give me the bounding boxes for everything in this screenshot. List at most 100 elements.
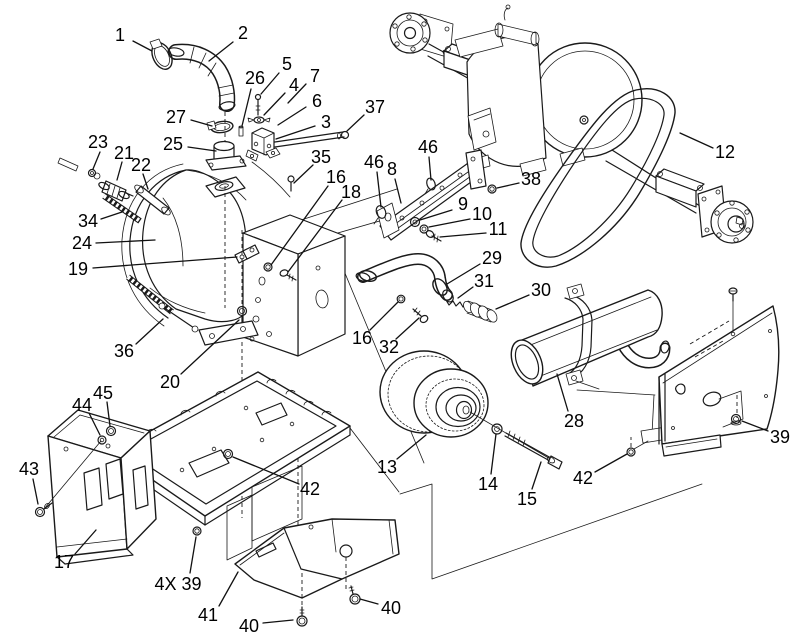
- part-number-label: 41: [198, 605, 218, 625]
- callout-35: 35: [293, 147, 331, 184]
- part-number-label: 46: [364, 152, 384, 172]
- nut-16-lower: [396, 294, 406, 304]
- callout-1: 1: [115, 25, 153, 52]
- callout-42: 42: [573, 453, 628, 488]
- callout-15: 15: [517, 461, 542, 509]
- part-number-label: 7: [310, 66, 320, 86]
- part-number-label: 2: [238, 23, 248, 43]
- leader-line: [293, 164, 314, 184]
- leader-line: [88, 412, 101, 436]
- washer-9: [409, 216, 421, 228]
- nut-42-right: [626, 437, 649, 457]
- leader-line: [263, 92, 286, 116]
- tray-cutout: [255, 402, 288, 426]
- screw-35: [287, 175, 295, 192]
- mount-tower: [242, 214, 346, 357]
- callout-41: 41: [198, 571, 239, 625]
- clip-46-right: [424, 177, 436, 195]
- leader-line: [741, 420, 769, 432]
- part-number-label: 13: [377, 457, 397, 477]
- callout-29: 29: [446, 248, 502, 285]
- starter-motor: [497, 23, 537, 46]
- bolt-43: [34, 502, 53, 518]
- boundary-lines: [251, 161, 703, 580]
- part-number-label: 19: [68, 259, 88, 279]
- nut-42-left: [222, 448, 234, 460]
- part-number-label: 8: [387, 159, 397, 179]
- callout-14: 14: [478, 433, 498, 494]
- leader-line: [457, 286, 474, 299]
- leader-line: [495, 294, 530, 310]
- callout-5: 5: [260, 54, 292, 95]
- callout-46: 46: [364, 152, 384, 208]
- axle-right: [605, 149, 754, 244]
- part-number-label: 28: [564, 411, 584, 431]
- callout-4: 4: [263, 75, 299, 116]
- callout-18: 18: [287, 182, 361, 273]
- callout-16: 16: [270, 167, 346, 266]
- part-number-label: 30: [531, 280, 551, 300]
- nut-14: [491, 423, 503, 435]
- part-number-label: 5: [282, 54, 292, 74]
- callout-34: 34: [78, 211, 123, 231]
- nut-16: [263, 262, 273, 272]
- part-number-label: 9: [458, 194, 468, 214]
- callout-16: 16: [352, 301, 399, 348]
- leader-line: [359, 598, 379, 605]
- leader-line: [376, 171, 382, 208]
- channel-bracket-8: [376, 149, 487, 241]
- bolt-37: [340, 130, 350, 140]
- callout-31: 31: [457, 271, 494, 299]
- belt-guard-41: [234, 518, 400, 612]
- callout-30: 30: [495, 280, 551, 310]
- leader-line: [180, 319, 240, 375]
- leader-line: [395, 317, 420, 340]
- callout-45: 45: [93, 383, 113, 427]
- callout-43: 43: [19, 459, 39, 505]
- clutch-pulley-13: [379, 350, 553, 461]
- bumper-box-17: [43, 409, 157, 565]
- spring-31: [445, 299, 468, 308]
- part-number-label: 36: [114, 341, 134, 361]
- part-number-label: 11: [489, 219, 508, 239]
- leader-line: [100, 211, 123, 220]
- nut-10: [419, 224, 429, 234]
- callout-10: 10: [428, 204, 492, 228]
- part-number-label: 10: [472, 204, 492, 224]
- leader-line: [594, 453, 628, 473]
- nut-38: [487, 184, 497, 194]
- screw-panel: [728, 287, 738, 337]
- bolt-40-left: [296, 606, 308, 627]
- leader-line: [95, 239, 156, 244]
- part-number-label: 21: [114, 143, 134, 163]
- callout-6: 6: [277, 91, 322, 126]
- callout-12: 12: [679, 132, 735, 162]
- callout-13: 13: [377, 434, 427, 477]
- part-number-label: 20: [160, 372, 180, 392]
- callout-9: 9: [419, 194, 468, 221]
- part-number-label: 25: [163, 134, 183, 154]
- leader-line: [369, 301, 399, 331]
- part-number-label: 16: [352, 328, 372, 348]
- leader-line: [439, 232, 487, 238]
- part-number-label: 4X 39: [154, 574, 201, 594]
- panel-slot: [675, 383, 686, 395]
- callout-21: 21: [114, 143, 134, 181]
- leader-line: [116, 161, 123, 181]
- callout-25: 25: [163, 134, 217, 154]
- wing-nut-4: [247, 116, 271, 124]
- part-number-label: 26: [245, 68, 265, 88]
- bolt-11: [425, 230, 442, 243]
- nut-39: [730, 413, 742, 426]
- fuel-hose-36: [126, 274, 199, 333]
- leader-line: [270, 185, 329, 266]
- leader-line: [132, 40, 153, 52]
- muffler-clamp: [570, 294, 593, 379]
- side-panel-39: [658, 305, 780, 457]
- leader-line: [287, 199, 343, 273]
- leader-line: [428, 218, 471, 228]
- callout-19: 19: [68, 256, 238, 279]
